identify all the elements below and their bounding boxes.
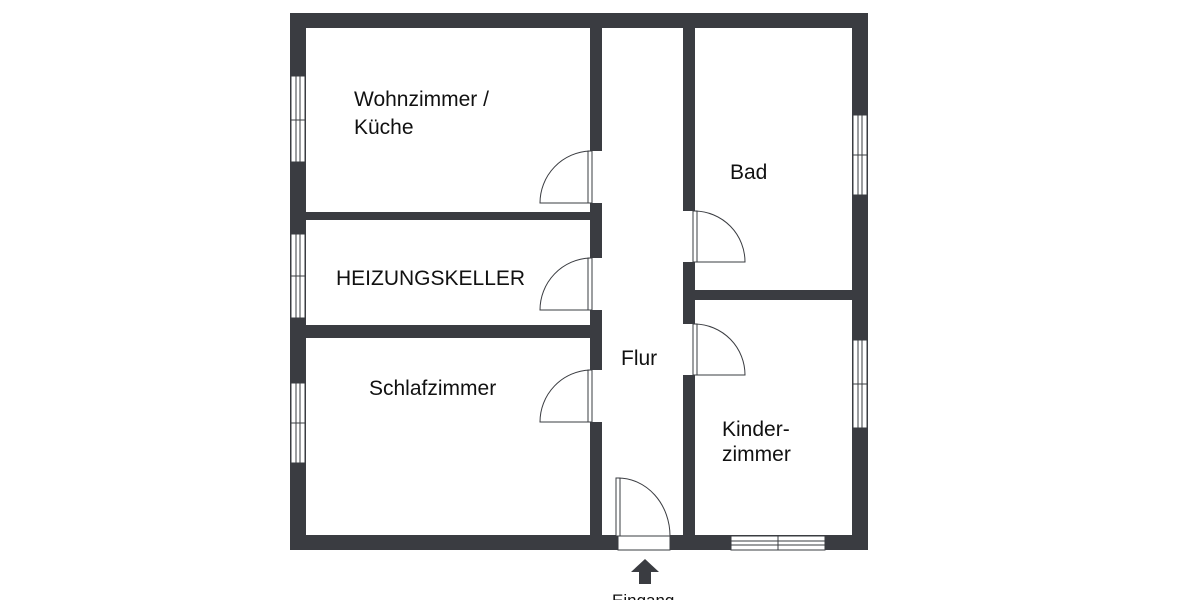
window-bath: [852, 114, 868, 196]
wall-top: [290, 13, 868, 28]
doors: [539, 150, 746, 537]
door-bath[interactable]: [692, 210, 746, 263]
room-label-kids-line2: zimmer: [722, 443, 791, 466]
room-label-hall: Flur: [621, 347, 657, 370]
wall-hall-left-1: [590, 13, 602, 151]
wall-hall-left-4: [590, 422, 602, 550]
door-boiler[interactable]: [539, 257, 593, 311]
room-label-bath: Bad: [730, 161, 767, 184]
window-kids-side: [852, 339, 868, 429]
wall-hall-left-3: [590, 310, 602, 370]
room-label-bedroom: Schlafzimmer: [369, 377, 496, 400]
room-labels: Wohnzimmer / Küche Bad HEIZUNGSKELLER Fl…: [336, 88, 791, 466]
window-kids-bottom: [730, 535, 826, 551]
wall-boiler-bedroom: [290, 325, 592, 338]
entrance-marker: Eingang: [612, 559, 674, 600]
room-label-boiler: HEIZUNGSKELLER: [336, 267, 525, 290]
door-bedroom[interactable]: [539, 369, 593, 423]
door-entrance[interactable]: [615, 477, 671, 537]
wall-bottom-left: [290, 535, 618, 550]
window-living: [290, 75, 306, 163]
door-living[interactable]: [539, 150, 593, 204]
wall-hall-right-1: [683, 13, 695, 211]
room-label-kids-line1: Kinder-: [722, 418, 790, 441]
room-label-living-line2: Küche: [354, 116, 414, 139]
entrance-threshold: [617, 535, 671, 551]
window-bedroom: [290, 382, 306, 464]
wall-right: [852, 13, 868, 550]
wall-hall-right-3: [683, 375, 695, 550]
wall-hall-left-2: [590, 203, 602, 258]
entrance-label: Eingang: [612, 591, 674, 600]
room-label-living-line1: Wohnzimmer /: [354, 88, 489, 111]
windows: [290, 75, 868, 551]
arrow-up-icon: [631, 559, 659, 584]
wall-bath-kids: [683, 290, 868, 300]
window-boiler: [290, 233, 306, 319]
interior-walls: [290, 13, 868, 550]
door-kids[interactable]: [692, 323, 746, 376]
wall-living-boiler: [290, 212, 592, 220]
